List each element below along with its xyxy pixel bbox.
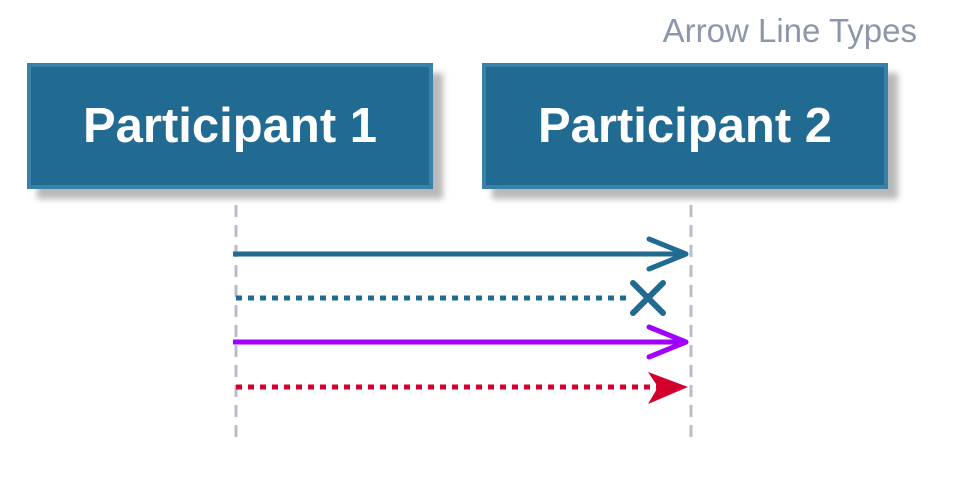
participant-2-label: Participant 2 — [537, 99, 833, 153]
message-1-solid-arrow[interactable] — [233, 236, 689, 272]
message-3-purple-arrow[interactable] — [233, 324, 689, 360]
participant-2-box[interactable]: Participant 2 — [482, 63, 888, 189]
message-4-red-dotted-arrow[interactable] — [236, 372, 688, 404]
participant-1-box[interactable]: Participant 1 — [27, 63, 433, 189]
participant-1-label: Participant 1 — [82, 99, 378, 153]
diagram-title: Arrow Line Types — [662, 12, 917, 49]
message-2-dotted-lost[interactable] — [236, 280, 666, 316]
